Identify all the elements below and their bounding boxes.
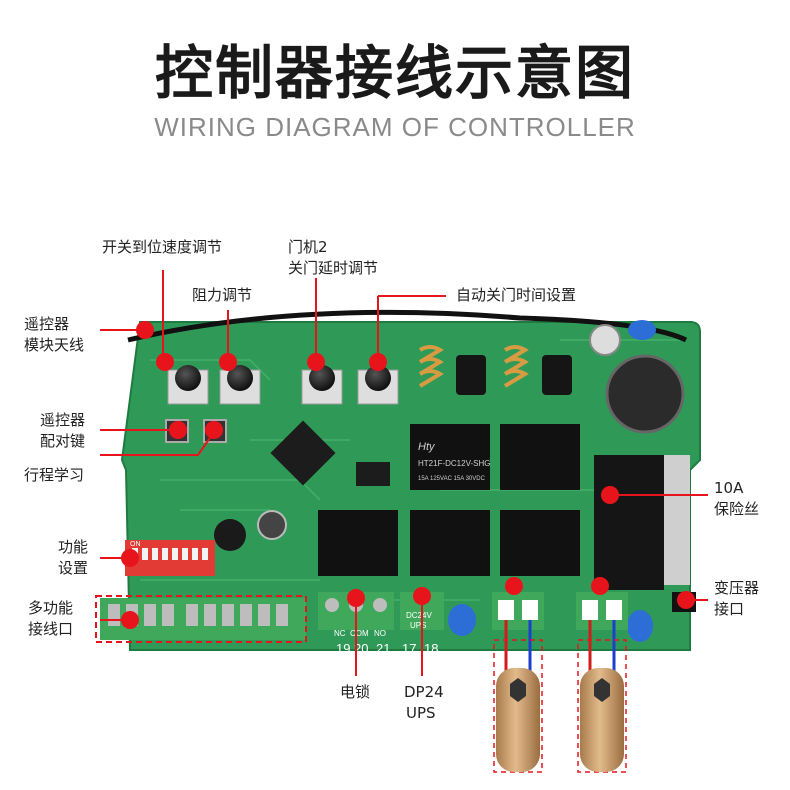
label-transformer-l1: 变压器 xyxy=(714,579,760,597)
capacitor-small-2 xyxy=(257,510,287,540)
dip-on-label: ON xyxy=(130,541,141,548)
heatsink xyxy=(664,455,690,585)
relay-rating: 15A 125VAC 15A 30VDC xyxy=(418,476,486,482)
relays xyxy=(318,424,580,576)
label-door2-line2: 关门延时调节 xyxy=(288,259,379,277)
label-pair-l1: 遥控器 xyxy=(40,411,86,429)
relay-brand: Hty xyxy=(418,441,436,453)
board-nc: NC xyxy=(334,629,346,638)
board-ups: UPS xyxy=(410,621,426,630)
dip-switch xyxy=(125,540,215,576)
label-resistance-adjust: 阻力调节 xyxy=(192,286,253,304)
label-fuse-l2: 保险丝 xyxy=(714,500,760,518)
relay-model: HT21F-DC12V-SHG xyxy=(418,459,490,468)
capacitor-small xyxy=(589,324,621,356)
page-subtitle: WIRING DIAGRAM OF CONTROLLER xyxy=(154,112,636,142)
varistor-2 xyxy=(627,610,653,642)
label-travel-learn: 行程学习 xyxy=(24,466,85,484)
board-t20: 20 xyxy=(354,641,368,656)
diode-1 xyxy=(456,355,486,395)
board-com: COM xyxy=(350,629,369,638)
page-title: 控制器接线示意图 xyxy=(154,39,635,107)
board-t17: 17 xyxy=(402,641,416,656)
board-no: NO xyxy=(374,629,386,638)
resistance-knob xyxy=(219,365,261,405)
label-function-l1: 功能 xyxy=(58,538,89,556)
label-auto-close: 自动关门时间设置 xyxy=(456,286,577,304)
lock-screw-3 xyxy=(373,598,387,612)
board-dc24v: DC24V xyxy=(406,611,432,620)
multi-terminal-dashed-box xyxy=(95,595,307,643)
label-dp24-l1: DP24 xyxy=(404,683,444,701)
label-elock: 电锁 xyxy=(340,683,371,701)
label-transformer-l2: 接口 xyxy=(714,600,745,618)
motor-2 xyxy=(580,668,624,772)
label-multi-l2: 接线口 xyxy=(28,620,74,638)
board-t21: 21 xyxy=(376,641,390,656)
diode-2 xyxy=(542,355,572,395)
varistor-1 xyxy=(448,604,476,636)
fuse-holder xyxy=(594,455,664,590)
ic-chip xyxy=(356,462,390,486)
label-pair-l2: 配对键 xyxy=(40,432,86,450)
label-fuse-l1: 10A xyxy=(714,479,744,497)
buzzer xyxy=(214,519,246,551)
door2-delay-knob xyxy=(301,365,343,405)
capacitor-large xyxy=(605,354,685,434)
markers xyxy=(121,321,695,629)
motor-wires xyxy=(504,620,616,672)
label-speed-adjust: 开关到位速度调节 xyxy=(102,238,223,256)
motor-1 xyxy=(496,668,540,772)
label-antenna-l1: 遥控器 xyxy=(24,315,70,333)
lock-screw-1 xyxy=(325,598,339,612)
board-t18: 18 xyxy=(424,641,438,656)
inductors xyxy=(418,345,529,388)
label-dp24-l2: UPS xyxy=(406,704,436,722)
mcu-chip xyxy=(270,420,336,486)
varistor-top xyxy=(628,320,656,340)
label-door2-line1: 门机2 xyxy=(288,238,328,256)
speed-knob xyxy=(167,365,209,405)
label-function-l2: 设置 xyxy=(58,559,89,577)
label-antenna-l2: 模块天线 xyxy=(24,336,85,354)
board-t19: 19 xyxy=(336,641,350,656)
label-multi-l1: 多功能 xyxy=(28,599,74,617)
